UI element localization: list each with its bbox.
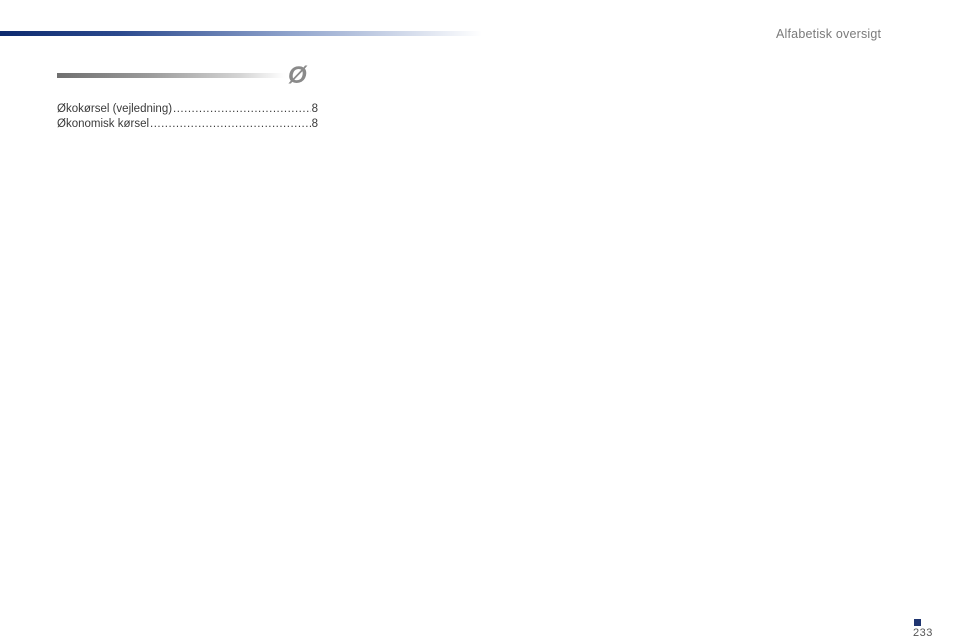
dot-leader	[173, 102, 311, 117]
index-entry[interactable]: Økonomisk kørsel 8	[57, 117, 318, 132]
page-number: 233	[913, 627, 933, 639]
index-entry-page: 8	[311, 117, 318, 130]
index-entry[interactable]: Økokørsel (vejledning) 8	[57, 102, 318, 117]
page-corner-marker	[914, 619, 921, 626]
dot-leader	[150, 117, 311, 132]
index-entry-list: Økokørsel (vejledning) 8 Økonomisk kørse…	[57, 102, 318, 131]
page-header-title: Alfabetisk oversigt	[776, 27, 882, 41]
index-entry-term: Økokørsel (vejledning)	[57, 103, 173, 115]
index-entry-term: Økonomisk kørsel	[57, 117, 150, 130]
section-divider-bar	[57, 73, 285, 78]
index-entry-page: 8	[311, 103, 318, 115]
section-letter-heading: Ø	[288, 62, 307, 89]
header-accent-bar	[0, 31, 482, 36]
